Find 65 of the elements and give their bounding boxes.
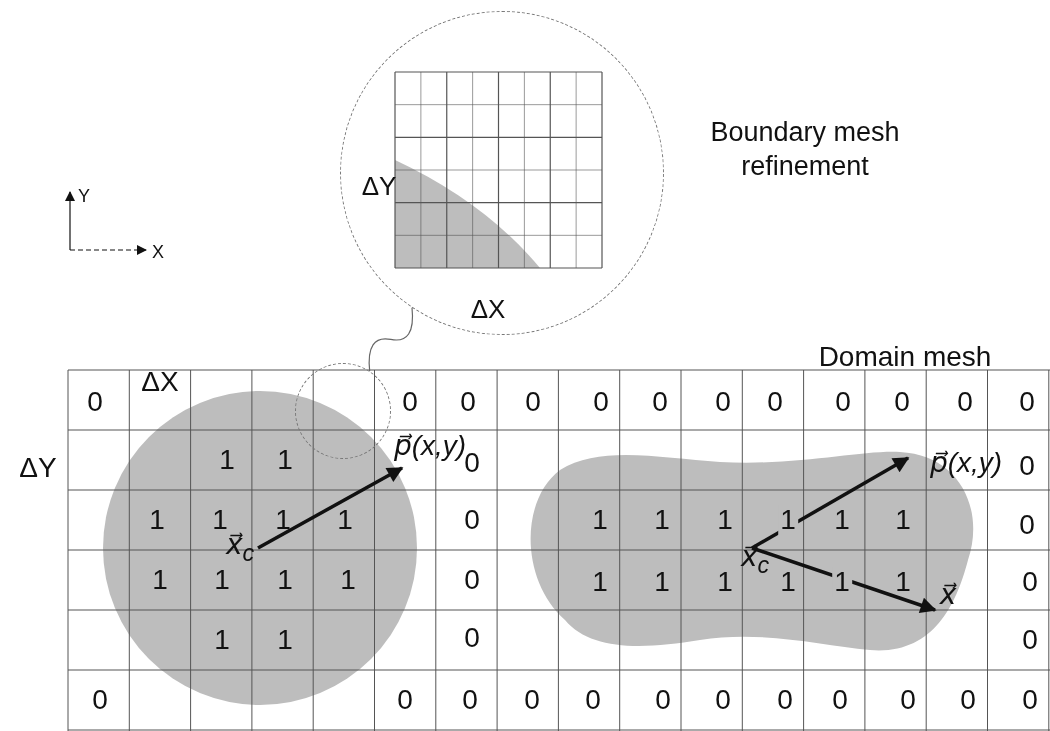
mesh-value: 1 <box>717 506 733 534</box>
mesh-value: 0 <box>524 686 540 714</box>
dimension-label: ΔY <box>19 454 57 482</box>
dimension-label: ΔX <box>470 296 506 322</box>
mesh-value: 0 <box>894 388 910 416</box>
mesh-value: 1 <box>149 506 165 534</box>
callout-caption: Boundary mesh refinement <box>709 116 901 183</box>
mesh-value: 0 <box>957 388 973 416</box>
mesh-value: 0 <box>832 686 848 714</box>
vector-label: x⃗ <box>939 581 957 609</box>
mesh-value: 1 <box>219 446 235 474</box>
mesh-value: 1 <box>895 506 911 534</box>
mesh-value: 0 <box>462 686 478 714</box>
mesh-value: 0 <box>460 388 476 416</box>
dimension-label: ΔX <box>141 368 179 396</box>
mesh-value: 1 <box>152 566 168 594</box>
mesh-value: 0 <box>1022 686 1038 714</box>
mesh-value: 0 <box>1022 626 1038 654</box>
vector-label: x⃗$_{c}$ <box>225 531 255 565</box>
mesh-value: 0 <box>1019 452 1035 480</box>
mesh-value: 0 <box>1019 388 1035 416</box>
mesh-value: 0 <box>652 388 668 416</box>
mesh-value: 1 <box>654 568 670 596</box>
mesh-value: 0 <box>777 686 793 714</box>
mesh-value: 0 <box>92 686 108 714</box>
mesh-value: 1 <box>780 568 796 596</box>
mesh-value: 0 <box>1022 568 1038 596</box>
mesh-value: 1 <box>592 568 608 596</box>
mesh-value: 1 <box>340 566 356 594</box>
dimension-label: ΔY <box>361 173 397 199</box>
mesh-value: 1 <box>592 506 608 534</box>
mesh-value: 1 <box>277 566 293 594</box>
axis-label: X <box>152 243 164 261</box>
mesh-value: 1 <box>212 506 228 534</box>
mesh-value: 0 <box>835 388 851 416</box>
mesh-value: 1 <box>277 626 293 654</box>
mesh-value: 0 <box>1019 511 1035 539</box>
mesh-value: 0 <box>464 449 480 477</box>
mesh-value: 1 <box>214 626 230 654</box>
mesh-value: 0 <box>464 566 480 594</box>
mesh-value: 0 <box>464 506 480 534</box>
mesh-value: 1 <box>214 566 230 594</box>
mesh-value: 0 <box>900 686 916 714</box>
section-title: Domain mesh <box>818 343 992 371</box>
mesh-value: 0 <box>585 686 601 714</box>
mesh-value: 0 <box>715 388 731 416</box>
mesh-value: 1 <box>275 506 291 534</box>
mesh-value: 0 <box>655 686 671 714</box>
mesh-value: 0 <box>87 388 103 416</box>
mesh-value: 0 <box>397 686 413 714</box>
mesh-value: 1 <box>337 506 353 534</box>
mesh-value: 0 <box>464 624 480 652</box>
mesh-value: 1 <box>654 506 670 534</box>
mesh-value: 0 <box>402 388 418 416</box>
mesh-value: 0 <box>767 388 783 416</box>
mesh-value: 1 <box>717 568 733 596</box>
mesh-value: 1 <box>277 446 293 474</box>
mesh-value: 0 <box>960 686 976 714</box>
mesh-value: 0 <box>525 388 541 416</box>
axis-label: Y <box>78 187 90 205</box>
connector-line <box>368 307 414 372</box>
mesh-value: 1 <box>834 506 850 534</box>
mesh-value: 1 <box>895 568 911 596</box>
mesh-value: 0 <box>715 686 731 714</box>
mesh-value: 0 <box>593 388 609 416</box>
